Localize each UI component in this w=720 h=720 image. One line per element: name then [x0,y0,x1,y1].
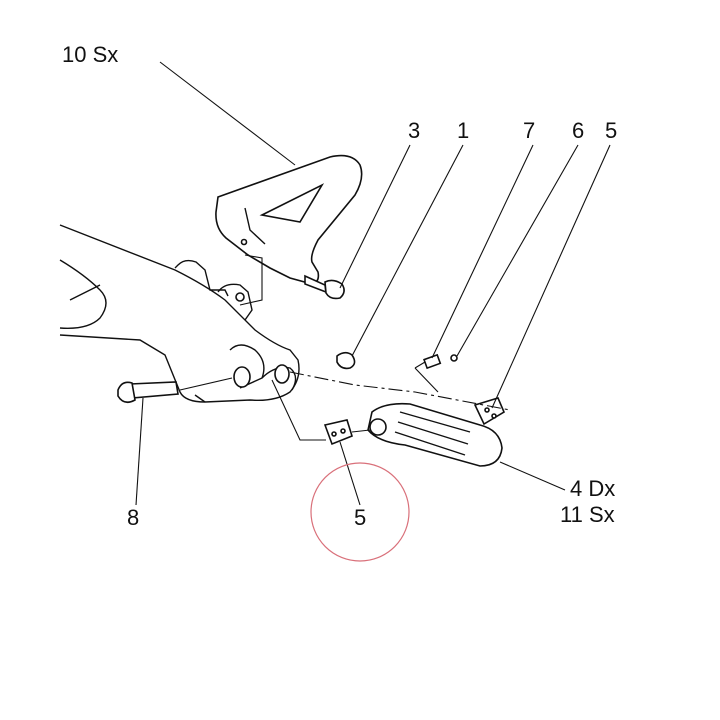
callout-1: 1 [457,118,469,143]
callout-6: 6 [572,118,584,143]
small-parts [336,351,458,370]
spring-7 [423,353,442,370]
callout-10-sx: 10 Sx [62,42,118,67]
bushing-5-lower [323,419,353,446]
highlight-circle [310,462,410,562]
callout-4-dx: 4 Dx [570,476,615,501]
clip-1 [336,351,356,370]
callout-8: 8 [127,505,139,530]
callout-7: 7 [523,118,535,143]
assembly-lines [179,254,511,441]
frame-bracket [59,224,300,403]
heel-guard-plate [215,154,363,285]
bolt-3 [304,274,345,300]
callout-3: 3 [408,118,420,143]
leader-lines [135,61,611,506]
pin-8 [117,381,179,404]
footrest-peg [367,402,503,467]
callout-5-circled: 5 [354,505,366,530]
ball-6 [450,354,458,362]
callout-5-top: 5 [605,118,617,143]
callout-11-sx: 11 Sx [560,502,615,527]
